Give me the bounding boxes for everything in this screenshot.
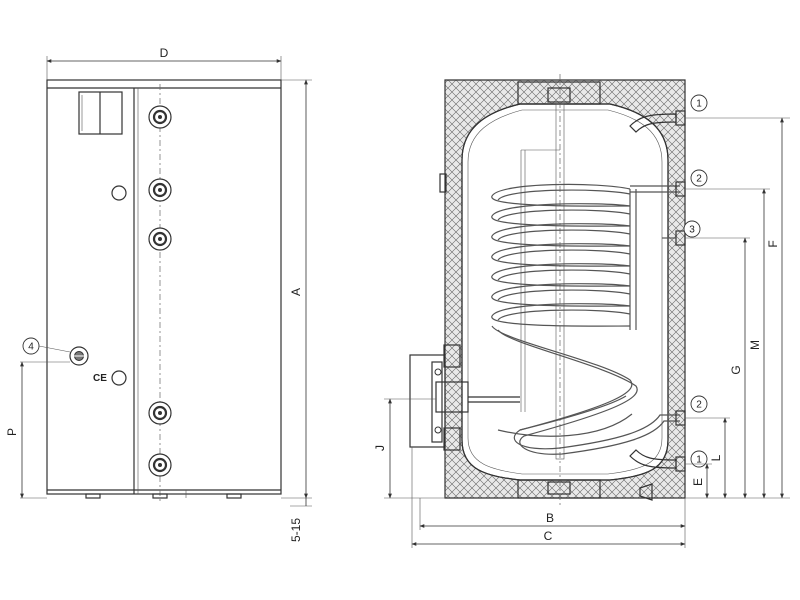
dim-j-label: J <box>373 445 387 451</box>
callout-2-lower: 2 <box>690 395 708 413</box>
dim-p-label: P <box>5 428 19 436</box>
callout-3: 3 <box>683 220 701 238</box>
svg-text:1: 1 <box>696 99 702 110</box>
inspection-cover-icon <box>111 370 127 386</box>
port-5 <box>148 453 172 477</box>
port-3 <box>148 227 172 251</box>
callout-2-upper: 2 <box>690 169 708 187</box>
port-1 <box>148 105 172 129</box>
cabinet-outline <box>46 79 282 495</box>
dim-feet-label: 5-15 <box>289 518 303 542</box>
dim-b-label: B <box>546 511 554 525</box>
dim-g-label: G <box>729 365 743 374</box>
svg-text:2: 2 <box>696 400 702 411</box>
port-4 <box>148 401 172 425</box>
dim-d-label: D <box>160 46 169 60</box>
svg-text:2: 2 <box>696 174 702 185</box>
tank-vessel <box>461 103 669 481</box>
dim-m-label: M <box>748 340 762 350</box>
dim-a-label: A <box>289 288 303 296</box>
svg-text:3: 3 <box>689 225 695 236</box>
dim-e-label: E <box>691 478 705 486</box>
front-view: CE 4 D A 5-15 P <box>5 46 312 542</box>
callout-4: 4 <box>28 342 34 353</box>
callout-1-top: 1 <box>690 94 708 112</box>
section-view: 1 2 3 2 1 F M G <box>373 74 790 548</box>
dim-c-label: C <box>544 529 553 543</box>
control-panel <box>78 91 123 135</box>
dim-f-label: F <box>766 240 780 247</box>
callout-1-bottom: 1 <box>690 450 708 468</box>
dim-l-label: L <box>709 454 723 461</box>
heat-exchanger-coil-lower <box>491 325 680 455</box>
heat-exchanger-coil-upper <box>491 183 680 330</box>
svg-text:1: 1 <box>696 455 702 466</box>
connection-port-icon <box>69 346 89 366</box>
inspection-cover-icon <box>111 185 127 201</box>
ce-mark: CE <box>93 373 107 384</box>
flange-assembly <box>409 344 520 451</box>
port-2 <box>148 178 172 202</box>
